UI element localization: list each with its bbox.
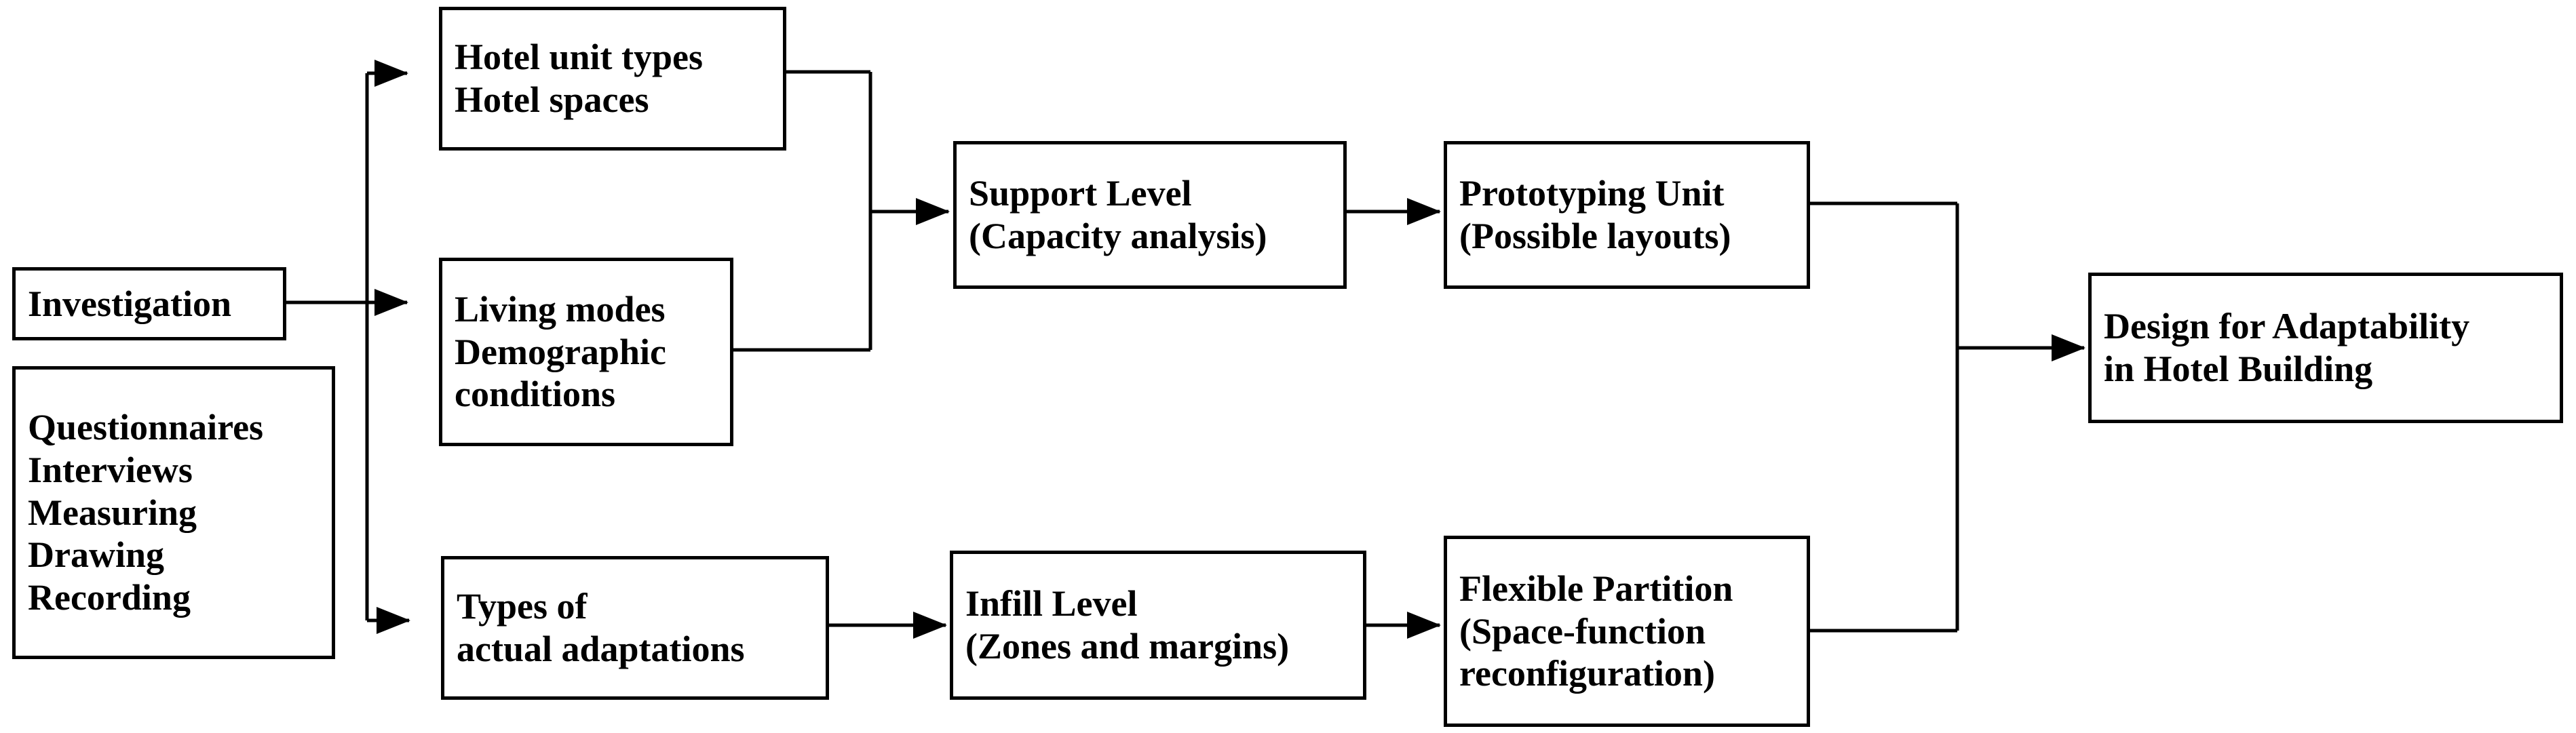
node-text-line: Design for Adaptability xyxy=(2104,306,2470,347)
node-questionnaires-text: Questionnaires Interviews Measuring Draw… xyxy=(16,406,332,618)
node-text-line: Measuring xyxy=(28,492,197,533)
node-text-line: actual adaptations xyxy=(457,629,745,669)
node-text-line: (Zones and margins) xyxy=(965,626,1290,667)
node-hotel-unit-types[interactable]: Hotel unit types Hotel spaces xyxy=(439,7,786,151)
node-text-line: (Capacity analysis) xyxy=(969,216,1267,256)
node-types-of-actual-adaptations[interactable]: Types of actual adaptations xyxy=(441,556,829,700)
node-flexible-partition[interactable]: Flexible Partition (Space-function recon… xyxy=(1444,536,1810,727)
node-prototyping-unit-text: Prototyping Unit (Possible layouts) xyxy=(1447,172,1807,257)
node-text-line: Support Level xyxy=(969,173,1192,214)
node-text-line: Questionnaires xyxy=(28,407,264,448)
node-text-line: Living modes xyxy=(455,289,666,330)
node-design-for-adaptability-text: Design for Adaptability in Hotel Buildin… xyxy=(2092,305,2560,390)
node-text-line: Prototyping Unit xyxy=(1459,173,1725,214)
node-investigation[interactable]: Investigation xyxy=(12,267,286,340)
node-design-for-adaptability[interactable]: Design for Adaptability in Hotel Buildin… xyxy=(2088,273,2563,423)
node-text-line: Recording xyxy=(28,576,191,618)
node-text-line: (Space-function xyxy=(1459,610,1706,652)
node-types-of-actual-adaptations-text: Types of actual adaptations xyxy=(444,585,826,670)
node-flexible-partition-text: Flexible Partition (Space-function recon… xyxy=(1447,568,1807,695)
node-text-line: Interviews xyxy=(28,450,193,491)
node-text-line: Hotel spaces xyxy=(455,79,649,120)
node-text-line: Drawing xyxy=(28,534,164,576)
node-infill-level-text: Infill Level (Zones and margins) xyxy=(953,582,1363,667)
node-text-line: reconfiguration) xyxy=(1459,653,1715,694)
node-text-line: (Possible layouts) xyxy=(1459,216,1731,256)
node-questionnaires[interactable]: Questionnaires Interviews Measuring Draw… xyxy=(12,366,335,659)
node-investigation-text: Investigation xyxy=(16,283,283,325)
node-text-line: Demographic xyxy=(455,331,666,372)
node-support-level[interactable]: Support Level (Capacity analysis) xyxy=(953,141,1347,289)
node-text-line: Hotel unit types xyxy=(455,37,704,78)
node-text-line: Investigation xyxy=(28,283,232,324)
node-infill-level[interactable]: Infill Level (Zones and margins) xyxy=(950,551,1366,700)
node-hotel-unit-types-text: Hotel unit types Hotel spaces xyxy=(442,36,783,121)
node-text-line: Types of xyxy=(457,586,588,627)
node-text-line: in Hotel Building xyxy=(2104,349,2373,389)
node-prototyping-unit[interactable]: Prototyping Unit (Possible layouts) xyxy=(1444,141,1810,289)
node-living-modes-text: Living modes Demographic conditions xyxy=(442,288,730,416)
node-text-line: conditions xyxy=(455,374,616,415)
node-support-level-text: Support Level (Capacity analysis) xyxy=(957,172,1343,257)
node-text-line: Flexible Partition xyxy=(1459,568,1733,610)
node-text-line: Infill Level xyxy=(965,583,1138,625)
node-living-modes[interactable]: Living modes Demographic conditions xyxy=(439,258,733,446)
